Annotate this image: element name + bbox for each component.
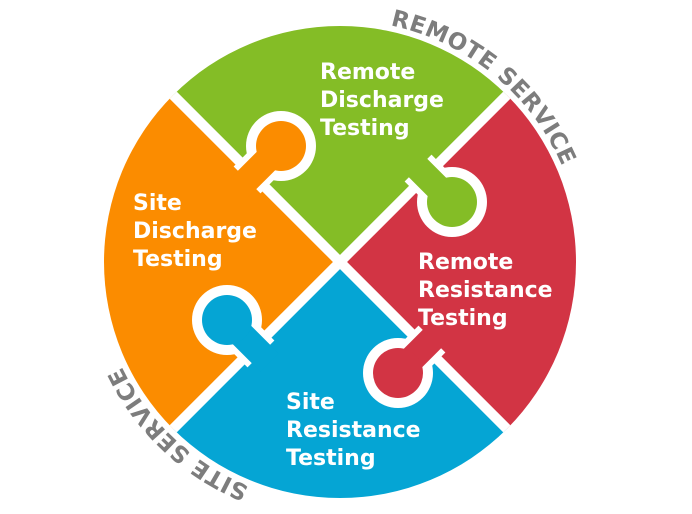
label-line: Remote [320, 60, 415, 85]
label-line: Resistance [418, 278, 553, 303]
gap-line [104, 26, 576, 498]
piece-remote-discharge [104, 26, 576, 262]
piece-site-discharge [104, 26, 340, 498]
knob-site-discharge [229, 111, 316, 198]
knob-site-resistance [192, 285, 279, 372]
label-line: Site [286, 390, 335, 415]
label-line: Discharge [320, 88, 444, 113]
puzzle-circle [104, 26, 576, 498]
label-line: Testing [418, 306, 508, 331]
label-line: Site [133, 191, 182, 216]
label-line: Discharge [133, 219, 257, 244]
label-line: Remote [418, 250, 513, 275]
piece-site-resistance [104, 262, 576, 498]
piece-remote-resistance [340, 26, 576, 498]
knob-remote-resistance [363, 321, 450, 408]
label-line: Testing [286, 446, 376, 471]
knob-remote-discharge [400, 150, 487, 237]
label-line: Testing [133, 247, 223, 272]
label-line: Testing [320, 116, 410, 141]
label-line: Resistance [286, 418, 421, 443]
